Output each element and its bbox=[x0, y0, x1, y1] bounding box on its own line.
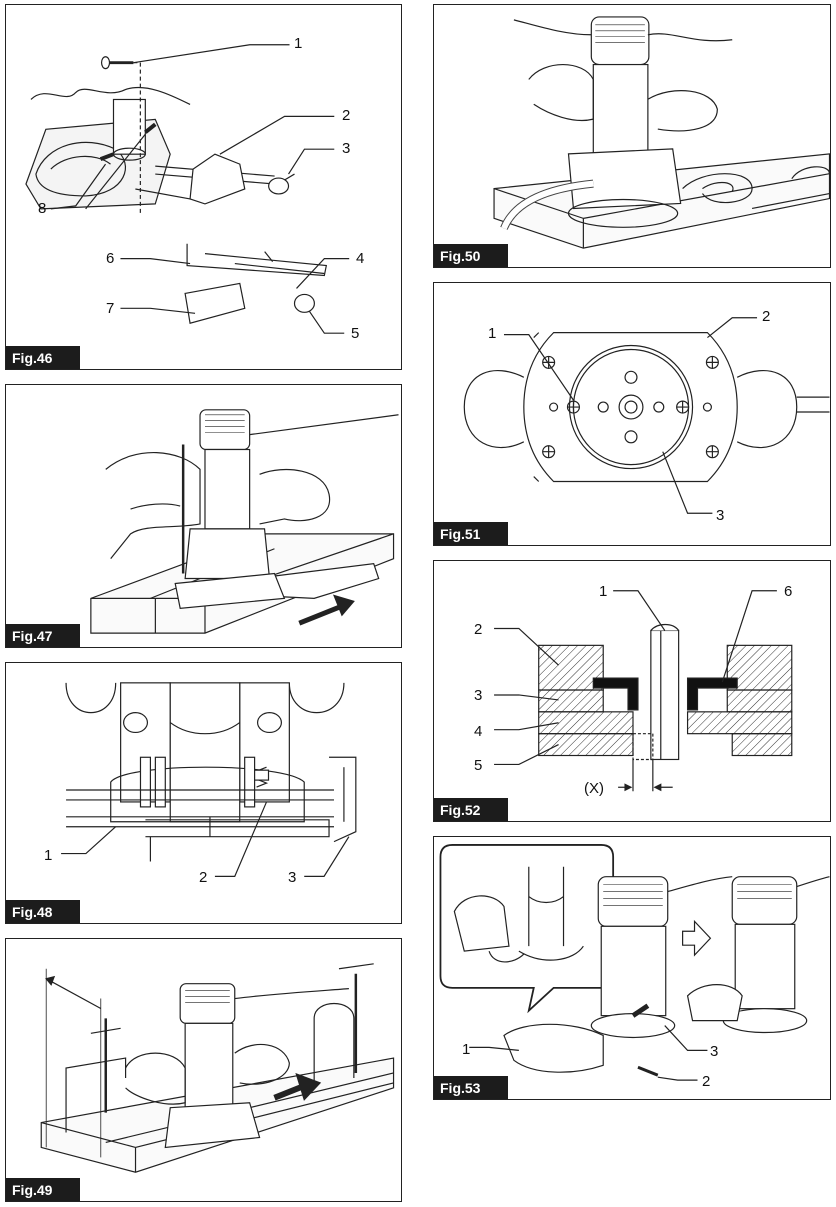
fig46-callout-6: 6 bbox=[106, 250, 115, 267]
fig53-callout-2: 2 bbox=[702, 1073, 711, 1090]
fig51-label: Fig.51 bbox=[434, 522, 509, 545]
fig48-callout-3: 3 bbox=[288, 869, 297, 886]
figure-51-panel: 1 2 3 Fig.51 bbox=[433, 282, 831, 546]
fig47-drawing bbox=[90, 409, 399, 634]
fig53-callout-3: 3 bbox=[710, 1043, 719, 1060]
figure-47-panel: Fig.47 bbox=[5, 384, 402, 648]
figure-48-panel: 1 2 3 Fig.48 bbox=[5, 662, 402, 924]
fig53-drawing bbox=[439, 844, 830, 1081]
fig46-callout-1: 1 bbox=[294, 35, 303, 52]
fig46-callout-2: 2 bbox=[342, 107, 351, 124]
fig49-drawing bbox=[40, 963, 395, 1173]
figure-46-panel: 1 2 3 4 5 6 7 8 Fig.46 bbox=[5, 4, 402, 370]
fig52-dimension-x: (X) bbox=[584, 780, 604, 797]
figure-52-panel: 1 2 3 4 5 6 (X) Fig.52 bbox=[433, 560, 831, 822]
fig52-callout-4: 4 bbox=[474, 723, 483, 740]
fig52-callout-1: 1 bbox=[599, 583, 608, 600]
fig46-callout-3: 3 bbox=[342, 140, 351, 157]
figure-49-panel: Fig.49 bbox=[5, 938, 402, 1202]
fig51-callout-2: 2 bbox=[762, 308, 771, 325]
fig50-label: Fig.50 bbox=[434, 244, 509, 267]
fig46-drawing bbox=[25, 44, 350, 334]
fig52-callout-2: 2 bbox=[474, 621, 483, 638]
fig47-label: Fig.47 bbox=[6, 624, 81, 647]
fig46-callout-8: 8 bbox=[38, 200, 47, 217]
fig53-callout-1: 1 bbox=[462, 1041, 471, 1058]
fig51-callout-1: 1 bbox=[488, 325, 497, 342]
fig52-callout-5: 5 bbox=[474, 757, 483, 774]
fig52-label: Fig.52 bbox=[434, 798, 509, 821]
fig52-callout-3: 3 bbox=[474, 687, 483, 704]
fig49-label: Fig.49 bbox=[6, 1178, 81, 1201]
fig50-drawing bbox=[493, 16, 830, 249]
fig46-callout-7: 7 bbox=[106, 300, 115, 317]
fig53-label: Fig.53 bbox=[434, 1076, 509, 1099]
figure-50-panel: Fig.50 bbox=[433, 4, 831, 268]
fig46-callout-4: 4 bbox=[356, 250, 365, 267]
fig52-drawing bbox=[494, 590, 793, 792]
fig46-label: Fig.46 bbox=[6, 346, 81, 369]
fig48-label: Fig.48 bbox=[6, 900, 81, 923]
fig48-callout-1: 1 bbox=[44, 847, 53, 864]
figure-53-panel: 1 2 3 Fig.53 bbox=[433, 836, 831, 1100]
fig48-drawing bbox=[61, 682, 357, 877]
fig48-callout-2: 2 bbox=[199, 869, 208, 886]
fig52-callout-6: 6 bbox=[784, 583, 793, 600]
fig51-callout-3: 3 bbox=[716, 507, 725, 524]
fig51-drawing bbox=[463, 317, 830, 514]
fig46-callout-5: 5 bbox=[351, 325, 360, 342]
